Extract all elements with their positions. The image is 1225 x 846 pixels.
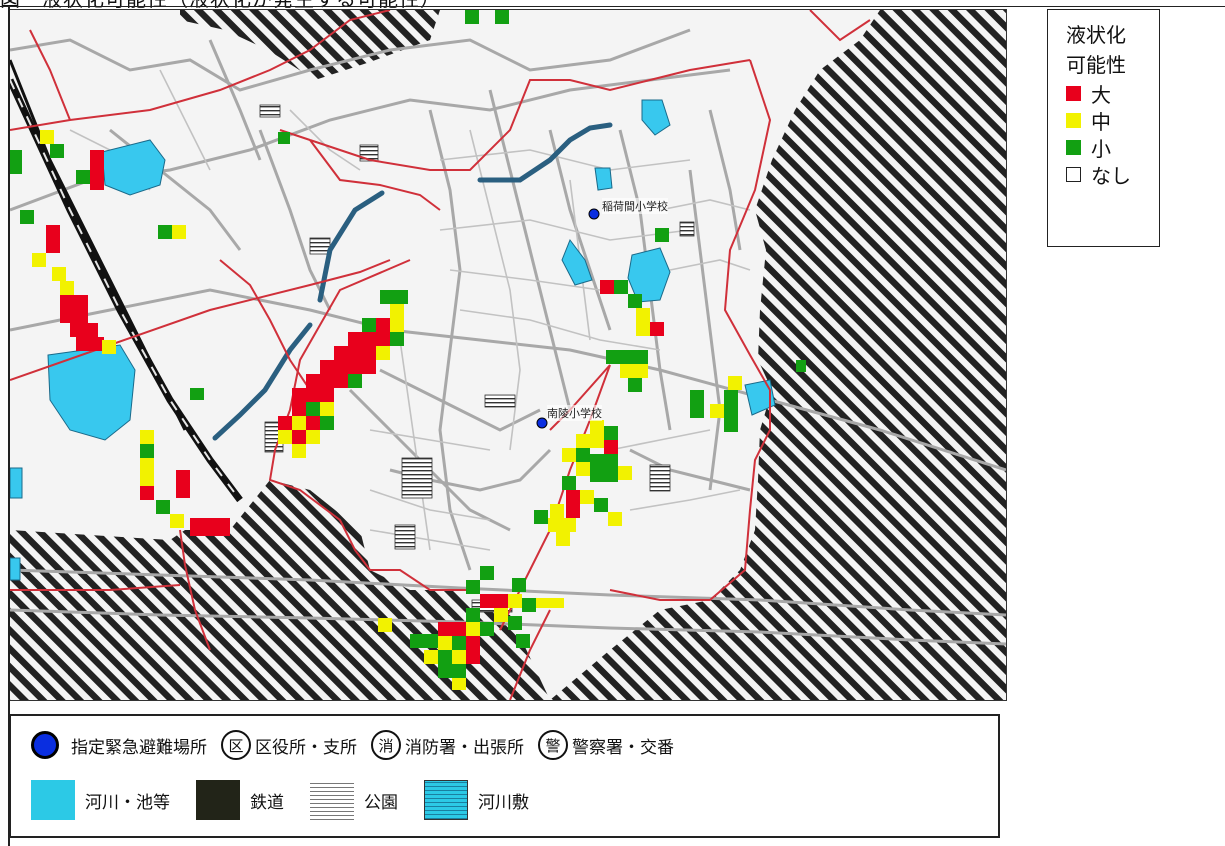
police-icon: 警	[538, 730, 568, 760]
legend-swatch-medium	[1066, 113, 1081, 128]
legend-item-medium: 中	[1066, 107, 1159, 134]
liquefaction-map[interactable]: 稲荷間小学校 南陵小学校	[9, 9, 1007, 701]
legend-label-medium: 中	[1091, 110, 1111, 134]
legend-park: 公園	[310, 780, 398, 820]
rail-swatch	[196, 780, 240, 820]
legend-label-high: 大	[1091, 83, 1111, 107]
symbol-legend: 指定緊急避難場所 区 区役所・支所 消 消防署・出張所 警 警察署・交番 河川・…	[9, 714, 1000, 838]
title-underline	[0, 6, 1225, 7]
legend-shelter: 指定緊急避難場所	[31, 731, 207, 759]
shelter-markers	[536, 208, 600, 429]
park-swatch	[310, 780, 354, 820]
rail-label: 鉄道	[250, 792, 284, 813]
water-bodies	[10, 99, 776, 581]
legend-label-low: 小	[1091, 137, 1111, 161]
water-label: 河川・池等	[85, 792, 170, 813]
fire-station-label: 消防署・出張所	[405, 737, 524, 758]
legend-riverbed: 河川敷	[424, 780, 529, 820]
shelter-icon	[31, 731, 59, 759]
symbol-legend-row-1: 指定緊急避難場所 区 区役所・支所 消 消防署・出張所 警 警察署・交番	[31, 730, 688, 760]
rivers	[212, 122, 613, 441]
legend-label-none: なし	[1091, 164, 1131, 188]
legend-ward-office: 区 区役所・支所	[221, 730, 357, 760]
map-canvas	[10, 10, 1006, 700]
riverbed-label: 河川敷	[478, 792, 529, 813]
legend-fire-station: 消 消防署・出張所	[371, 730, 524, 760]
hatch-area-top-right	[550, 10, 1006, 700]
legend-swatch-low	[1066, 140, 1081, 155]
legend-item-high: 大	[1066, 80, 1159, 107]
frame-left-line	[8, 6, 10, 846]
legend-swatch-none	[1066, 167, 1081, 182]
riverbed-swatch	[424, 780, 468, 820]
liquefaction-cells	[10, 10, 806, 690]
legend-water: 河川・池等	[31, 780, 170, 820]
shelter-label: 指定緊急避難場所	[71, 737, 207, 758]
park-label: 公園	[364, 792, 398, 813]
police-label: 警察署・交番	[572, 737, 674, 758]
legend-title-line1: 液状化	[1066, 23, 1126, 47]
fire-station-icon: 消	[371, 730, 401, 760]
hatch-area-top-left	[180, 10, 440, 80]
liquefaction-legend: 液状化 可能性 大 中 小 なし	[1047, 9, 1160, 247]
symbol-legend-row-2: 河川・池等 鉄道 公園 河川敷	[31, 780, 543, 820]
ward-office-label: 区役所・支所	[255, 737, 357, 758]
legend-title-line2: 可能性	[1066, 53, 1126, 77]
school-label-1: 稲荷間小学校	[602, 198, 668, 214]
railway	[10, 59, 243, 503]
water-swatch	[31, 780, 75, 820]
legend-police: 警 警察署・交番	[538, 730, 674, 760]
school-label-2: 南陵小学校	[547, 405, 602, 421]
legend-item-none: なし	[1066, 161, 1159, 188]
legend-swatch-high	[1066, 86, 1081, 101]
legend-item-low: 小	[1066, 134, 1159, 161]
legend-rail: 鉄道	[196, 780, 284, 820]
ward-office-icon: 区	[221, 730, 251, 760]
